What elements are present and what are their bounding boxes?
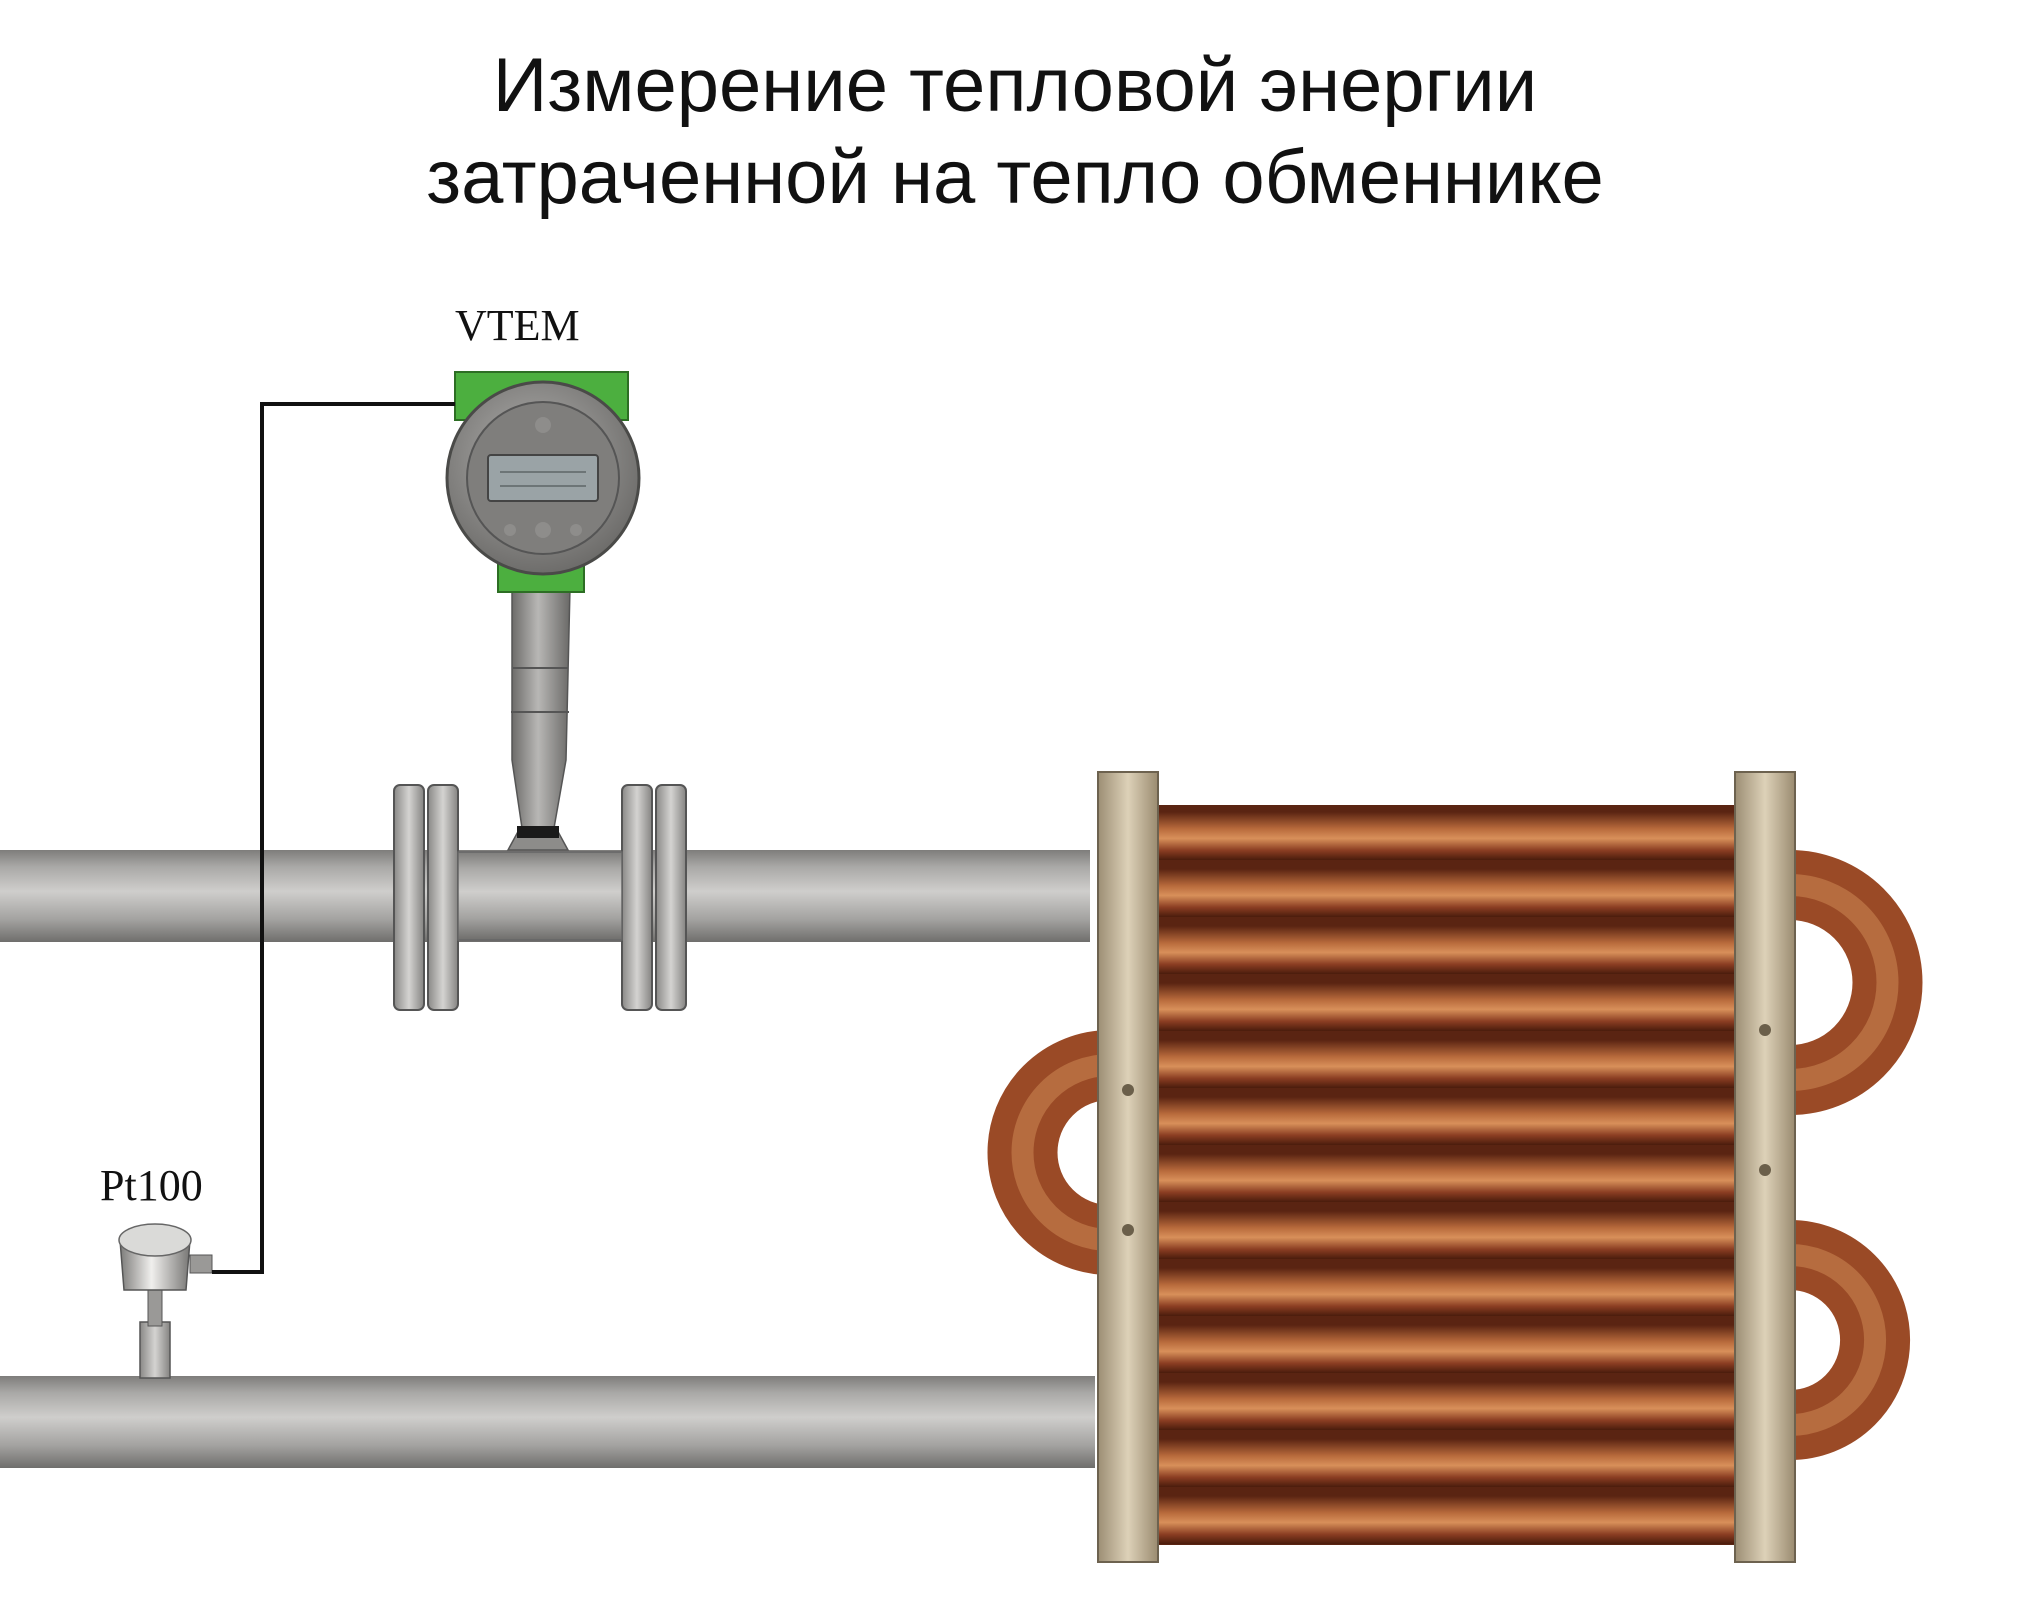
copper-tube [1135, 1439, 1755, 1487]
page-title: Измерение тепловой энергии затраченной н… [0, 40, 2030, 224]
signal-wire [212, 402, 455, 1274]
copper-tube [1135, 1382, 1755, 1430]
copper-tube [1135, 1097, 1755, 1145]
temperature-sensor [118, 1223, 213, 1327]
lower-pipe [0, 1321, 1095, 1468]
title-line-1: Измерение тепловой энергии [492, 43, 1538, 128]
copper-tube [1135, 926, 1755, 974]
heat-exchanger [987, 771, 1923, 1563]
copper-tube [1135, 1154, 1755, 1202]
copper-tube [1135, 983, 1755, 1031]
copper-tube [1135, 1325, 1755, 1373]
copper-tube [1135, 1211, 1755, 1259]
copper-tube [1135, 812, 1755, 860]
title-line-2: затраченной на тепло обменнике [426, 135, 1604, 220]
transmitter-head [445, 371, 641, 593]
copper-tube [1135, 869, 1755, 917]
copper-tube [1135, 1268, 1755, 1316]
copper-tube [1135, 1496, 1755, 1544]
flowmeter-body [393, 587, 687, 1011]
sensor-label: Pt100 [100, 1161, 203, 1210]
copper-tube [1135, 1040, 1755, 1088]
flowmeter-label: VTEM [455, 301, 580, 350]
